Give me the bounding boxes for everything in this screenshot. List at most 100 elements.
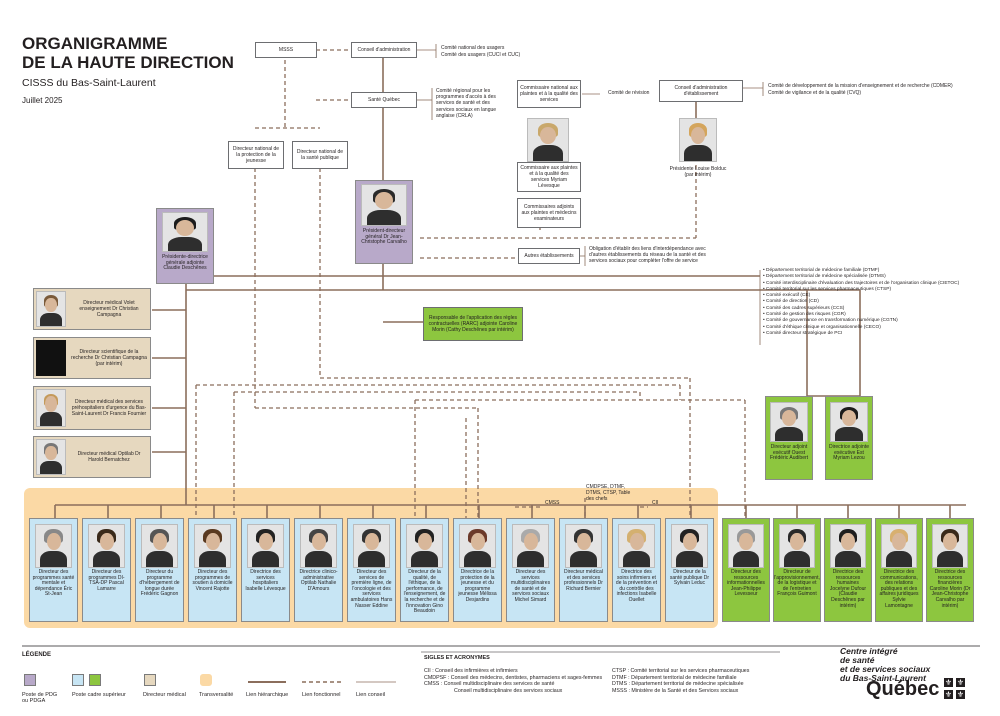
director-card-8: Directrice de la protection de la jeunes… (453, 518, 502, 622)
legend-label-fonctionnel: Lien fonctionnel (302, 692, 341, 698)
director-photo (728, 524, 764, 568)
director-photo (247, 524, 284, 568)
legend-title: LÉGENDE (22, 652, 52, 658)
director-label: Directeur du programme d'hébergement de … (139, 569, 180, 598)
cisss-logo-text: Centre intégré de santé et de services s… (840, 646, 931, 683)
director-label: Directeur des services multidisciplinair… (510, 569, 551, 603)
director-card-6: Directeur des services de première ligne… (347, 518, 396, 622)
legend-line-samples (248, 681, 396, 683)
director-card-10: Directeur médical et des services profes… (559, 518, 608, 622)
director-card-3: Directeur des programmes de soutien à do… (188, 518, 237, 622)
director-photo (459, 524, 496, 568)
director-green-card-1: Directeur de l'approvisionnement, de la … (773, 518, 821, 622)
director-photo (300, 524, 337, 568)
sante-quebec-box: Santé Québec (351, 92, 417, 108)
director-card-7: Directeur de la qualité, de l'éthique, d… (400, 518, 449, 622)
director-photo (671, 524, 708, 568)
pdg-card: Président-directeur général Dr Jean-Chri… (355, 180, 413, 264)
director-green-card-4: Directrice des ressources financières Ca… (926, 518, 974, 622)
page-title: ORGANIGRAMME DE LA HAUTE DIRECTION (22, 34, 234, 72)
director-label: Directrice des soins infirmiers et de la… (615, 569, 658, 603)
medical-side-1-photo (36, 291, 66, 327)
adjointe-est-photo (830, 402, 868, 442)
page-subtitle: CISSS du Bas-Saint-Laurent (22, 77, 156, 89)
ca-comites-note: Comité national des usagers Comité des u… (441, 45, 521, 58)
page-date: Juillet 2025 (22, 96, 63, 105)
ca-box: Conseil d'administration (351, 42, 417, 58)
director-photo (830, 524, 866, 568)
acronyms-title: SIGLES ET ACRONYMES (424, 655, 490, 661)
medical-side-3: Directeur médical des services préhospit… (33, 386, 151, 430)
director-label: Directeur de la santé publique Dr Sylvai… (669, 569, 710, 587)
legend-label-hierarchique: Lien hiérarchique (246, 692, 289, 698)
ca-etablissement-box: Conseil d'administration d'établissement (659, 80, 743, 102)
director-card-5: Directrice clinico-administrative Optila… (294, 518, 343, 622)
director-label: Directrice des ressources financières Ca… (929, 569, 971, 609)
director-green-card-2: Directrice des ressources humaines Jocel… (824, 518, 872, 622)
cii-note: CII (652, 500, 659, 506)
ca-etab-comites-note: Comité de développement de la mission d'… (768, 83, 953, 96)
medical-side-2: Directeur scientifique de la recherche D… (33, 337, 151, 379)
presidente-label: Présidente Louise Bolduc (par intérim) (669, 166, 727, 178)
medical-side-2-photo-blank (36, 340, 66, 376)
cmdpse-note: CMDPSE, DTMF, DTMS, CTSP, Table des chef… (586, 484, 631, 502)
medical-side-4-photo (36, 439, 66, 475)
commissaire-photo (527, 118, 569, 162)
legend-label-cadre: Poste cadre supérieur (72, 692, 126, 698)
director-photo (932, 524, 968, 568)
director-label: Directeur de la qualité, de l'éthique, d… (403, 569, 446, 615)
director-label: Directeur des services de première ligne… (350, 569, 393, 609)
pdg-photo (361, 184, 407, 226)
legend-swatch-transversal (200, 674, 212, 686)
quebec-wordmark: Québec (866, 678, 940, 700)
director-label: Directrice des ressources humaines Jocel… (829, 569, 867, 609)
director-photo (141, 524, 178, 568)
dn-sante-publique-box: Directeur national de la santé publique (292, 141, 348, 169)
director-photo (565, 524, 602, 568)
fleur-de-lys-icon: ⚜ (956, 678, 965, 687)
commissaire-box: Commissaire aux plaintes et à la qualité… (517, 162, 581, 192)
director-card-11: Directrice des soins infirmiers et de la… (612, 518, 661, 622)
director-photo (618, 524, 655, 568)
fleur-de-lys-icon: ⚜ (944, 690, 953, 699)
comite-revision-label: Comité de révision (608, 90, 650, 96)
acronyms-left: CII : Conseil des infirmières et infirmi… (424, 668, 603, 694)
director-photo (512, 524, 549, 568)
director-photo (406, 524, 443, 568)
director-photo (779, 524, 815, 568)
legend-swatch-pdg (24, 674, 36, 686)
dn-jeunesse-box: Directeur national de la protection de l… (228, 141, 284, 169)
adjoint-ouest-card: Directeur adjoint exécutif Ouest Frédéri… (765, 396, 813, 480)
director-card-0: Directeur des programmes santé mentale e… (29, 518, 78, 622)
medical-side-1: Directeur médical Volet enseignement Dr … (33, 288, 151, 330)
director-label: Directrice des services hospitaliers Isa… (245, 569, 286, 592)
director-label: Directeur des programmes de soutien à do… (192, 569, 233, 592)
legend-label-conseil: Lien conseil (356, 692, 386, 698)
director-card-1: Directeur des programmes DI-TSA-DP Pasca… (82, 518, 131, 622)
director-photo (88, 524, 125, 568)
director-card-12: Directeur de la santé publique Dr Sylvai… (665, 518, 714, 622)
legend-label-transversal: Transversalité (199, 692, 234, 698)
director-green-card-0: Directeur des ressources informationnell… (722, 518, 770, 622)
director-label: Directeur des programmes DI-TSA-DP Pasca… (88, 569, 125, 592)
legend-swatch-cadre-green (89, 674, 101, 686)
medical-side-4: Directeur médical Optilab Dr Harold Bern… (33, 436, 151, 478)
autres-etablissements-box: Autres établissements (518, 248, 580, 264)
crla-note: Comité régional pour les programmes d'ac… (436, 88, 497, 119)
director-label: Directrice clinico-administrative Optila… (299, 569, 338, 592)
director-green-card-3: Directrice des communications, des relat… (875, 518, 923, 622)
legend-swatch-medical (144, 674, 156, 686)
rarc-box: Responsable de l'application des règles … (423, 307, 523, 341)
director-label: Directeur médical et des services profes… (564, 569, 603, 592)
director-photo (35, 524, 72, 568)
director-label: Directeur de l'approvisionnement, de la … (774, 569, 820, 598)
director-photo (194, 524, 231, 568)
obligation-note: Obligation d'établir des liens d'interdé… (589, 246, 706, 265)
director-label: Directrice de la protection de la jeunes… (458, 569, 497, 603)
legend-label-pdg: Poste de PDG ou PDGA (22, 692, 58, 704)
presidente-photo (679, 118, 717, 162)
director-card-9: Directeur des services multidisciplinair… (506, 518, 555, 622)
medical-side-3-photo (36, 389, 66, 427)
director-card-2: Directeur du programme d'hébergement de … (135, 518, 184, 622)
director-label: Directeur des ressources informationnell… (727, 569, 765, 598)
